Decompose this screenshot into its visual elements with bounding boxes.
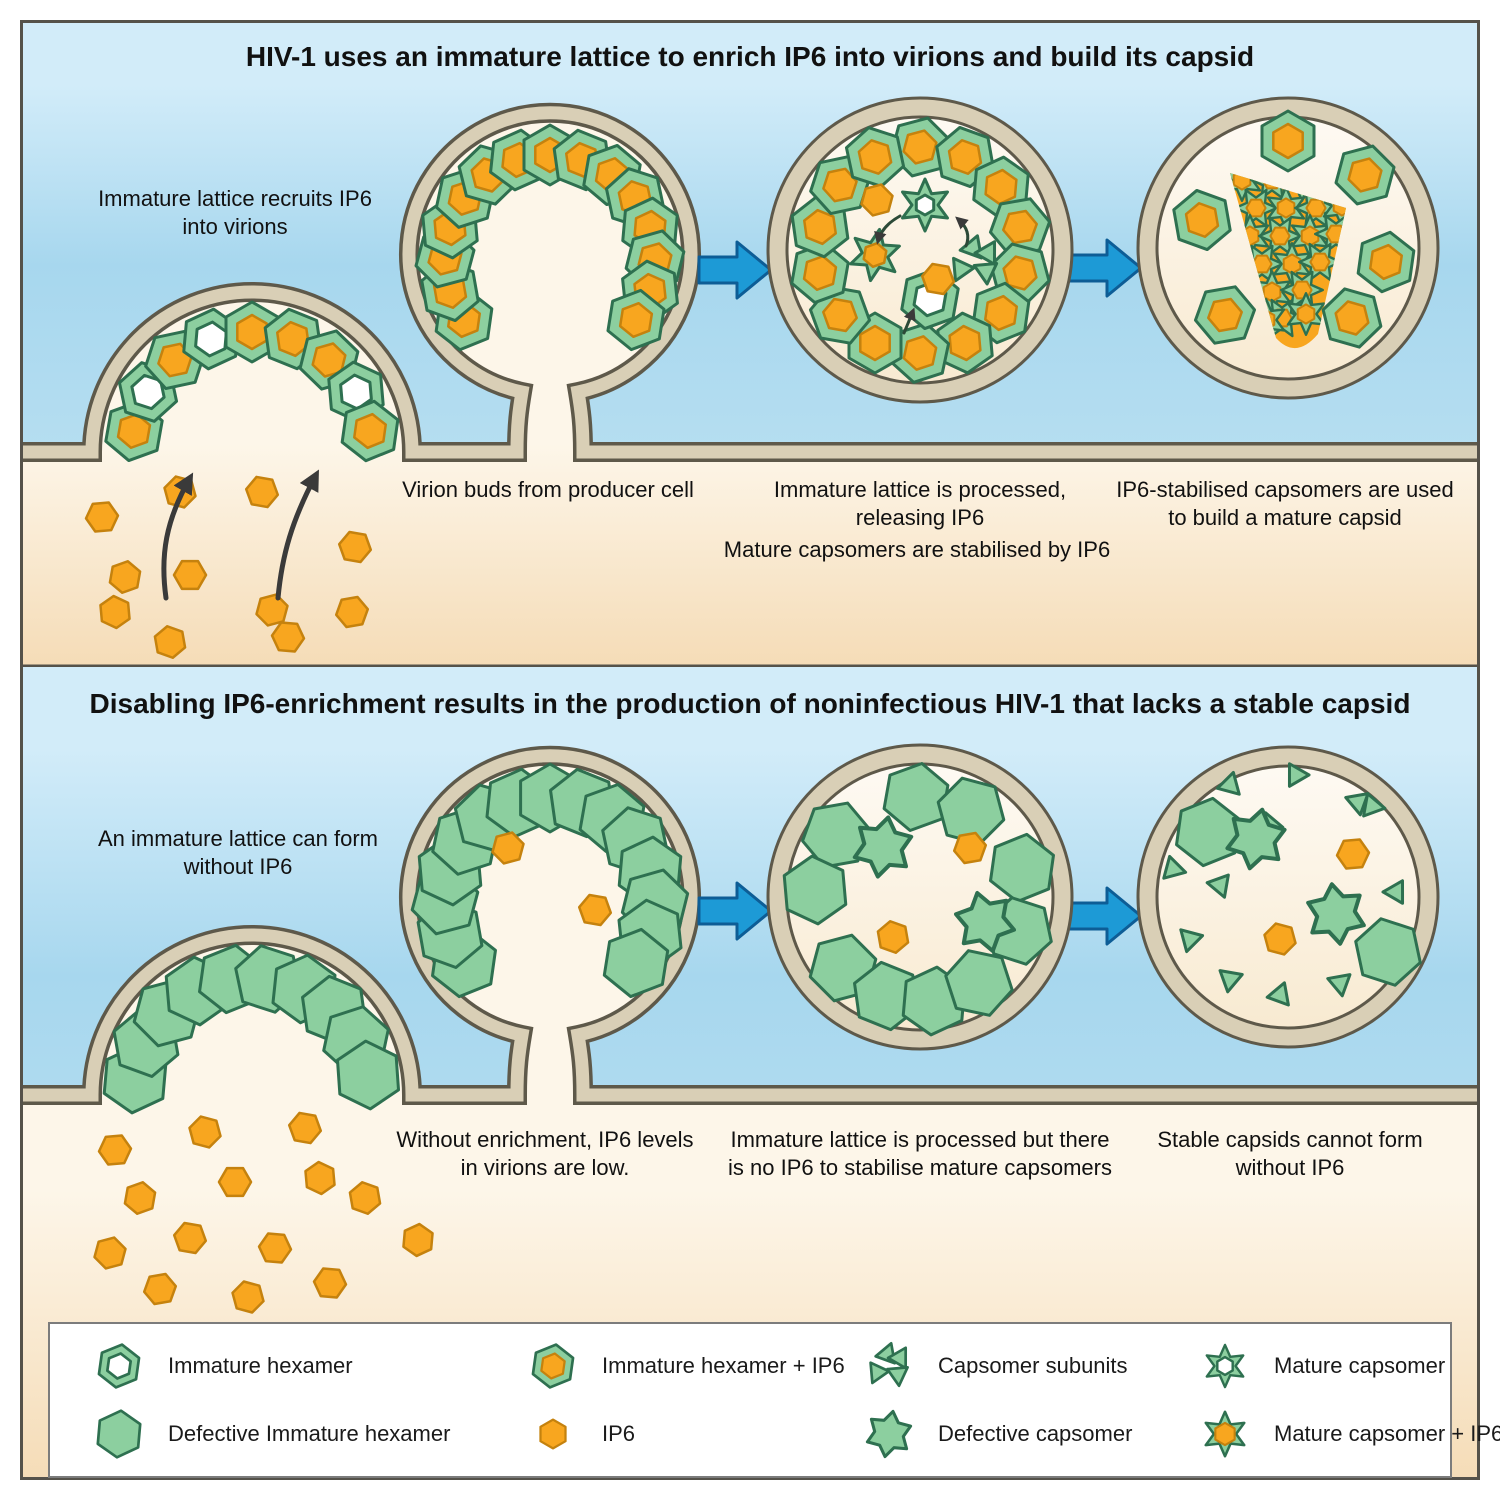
immature-hexamer-ip6-icon	[531, 1343, 575, 1389]
legend-column: Immature hexamer Defective Immature hexa…	[50, 1324, 484, 1476]
legend-label: Defective Immature hexamer	[168, 1421, 451, 1446]
caption-capsid: IP6-stabilised capsomers are used	[1116, 477, 1454, 502]
processing-arrow	[955, 216, 970, 248]
processing-arrow	[874, 214, 902, 245]
panel2-bud-label: without IP6	[183, 854, 293, 879]
recruitment-arrow	[275, 469, 319, 601]
caption-processed-no-ip6: is no IP6 to stabilise mature capsomers	[728, 1155, 1112, 1180]
panel2-cytoplasm	[20, 755, 1480, 1480]
processing-virion	[766, 96, 1074, 404]
legend-item: Defective Immature hexamer	[92, 1407, 484, 1461]
legend-item: Immature hexamer + IP6	[526, 1339, 845, 1393]
mature-capsomer-icon	[1205, 1343, 1245, 1389]
processing-arrow	[902, 307, 916, 335]
panel1-bud-label: Immature lattice recruits IP6	[98, 186, 372, 211]
caption-processed: Immature lattice is processed,	[774, 477, 1066, 502]
panel1-cytoplasm	[20, 112, 1480, 665]
capsomer-subunits-icon	[869, 1341, 909, 1388]
legend-item: IP6	[526, 1407, 820, 1461]
recruitment-arrow	[161, 472, 194, 601]
caption-processed: releasing IP6	[856, 505, 984, 530]
legend-item: Mature capsomer	[1198, 1339, 1450, 1393]
caption-budding: Virion buds from producer cell	[402, 477, 694, 502]
defective-capsomer-icon	[865, 1409, 913, 1459]
legend-label: Immature hexamer	[168, 1353, 353, 1378]
figure-scene: HIV-1 uses an immature lattice to enrich…	[20, 20, 1480, 1480]
legend-item: Capsomer subunits	[862, 1339, 1156, 1393]
legend-label: Mature capsomer	[1274, 1353, 1446, 1378]
legend-label: IP6	[602, 1421, 636, 1446]
panel2-title: Disabling IP6-enrichment results in the …	[90, 688, 1411, 719]
panel1-scene: HIV-1 uses an immature lattice to enrich…	[20, 20, 1480, 665]
immature-hexamer-icon	[97, 1343, 141, 1389]
legend-column: Immature hexamer + IP6 IP6	[484, 1324, 845, 1476]
legend-label: Immature hexamer + IP6	[602, 1353, 845, 1378]
legend-item: Defective capsomer	[862, 1407, 1156, 1461]
legend-column: Capsomer subunits Defective capsomer	[820, 1324, 1156, 1476]
legend: Immature hexamer Defective Immature hexa…	[48, 1322, 1500, 1478]
cell-membrane	[20, 106, 1480, 459]
legend-item: Immature hexamer	[92, 1339, 484, 1393]
legend-item: Mature capsomer + IP6	[1198, 1407, 1500, 1461]
panel1-title: HIV-1 uses an immature lattice to enrich…	[246, 41, 1254, 72]
panel2-bud-label: An immature lattice can form	[98, 826, 378, 851]
caption-capsid: to build a mature capsid	[1168, 505, 1402, 530]
legend-label: Capsomer subunits	[938, 1353, 1128, 1378]
caption-low-ip6: in virions are low.	[461, 1155, 630, 1180]
immature-hexamer-ip6-icon	[1260, 109, 1316, 173]
caption-unstable: Stable capsids cannot form	[1157, 1127, 1422, 1152]
caption-low-ip6: Without enrichment, IP6 levels	[396, 1127, 693, 1152]
mature-capsomer-ip6-icon	[1204, 1410, 1246, 1458]
caption-unstable: without IP6	[1235, 1155, 1345, 1180]
panel1-bud-label: into virions	[182, 214, 287, 239]
defective-immature-hexamer-icon	[96, 1409, 142, 1459]
legend-label: Mature capsomer + IP6	[1274, 1421, 1500, 1446]
processed-virion-no-ip6	[766, 743, 1074, 1051]
legend-label: Defective capsomer	[938, 1421, 1133, 1446]
caption-stabilised: Mature capsomers are stabilised by IP6	[724, 537, 1110, 562]
figure-border	[20, 20, 1480, 1480]
caption-processed-no-ip6: Immature lattice is processed but there	[730, 1127, 1109, 1152]
legend-column: Mature capsomer Mature capsomer + IP6	[1156, 1324, 1500, 1476]
ip6-icon	[539, 1418, 567, 1450]
mature-virion	[1136, 96, 1440, 400]
unstable-virion	[1136, 745, 1440, 1049]
